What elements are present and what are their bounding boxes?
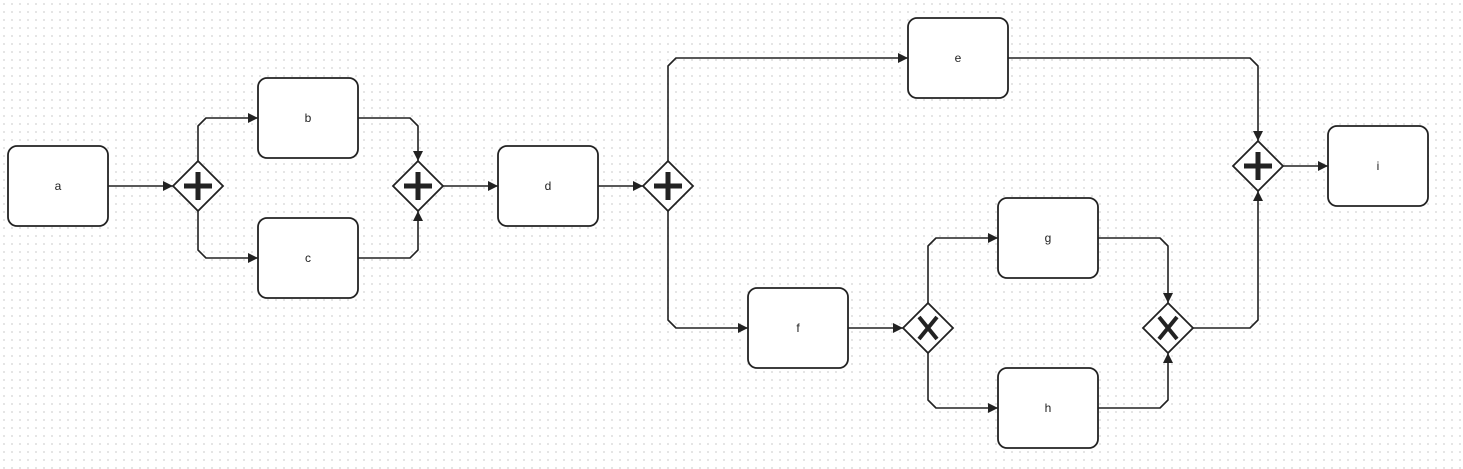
flow-gw1-to-b[interactable] — [197, 113, 258, 161]
task-label: h — [1045, 401, 1052, 415]
task-box — [7, 145, 109, 227]
task-box — [257, 217, 359, 299]
task-box — [907, 17, 1009, 99]
task-box — [747, 287, 849, 369]
flow-gw5-to-gw6[interactable] — [1193, 191, 1263, 329]
flow-b-to-gw2[interactable] — [358, 117, 423, 161]
task-c[interactable]: c — [257, 217, 359, 299]
parallel-gateway-gw2[interactable] — [391, 159, 445, 213]
task-label: f — [796, 321, 800, 335]
task-label: g — [1045, 231, 1052, 245]
flow-e-to-gw6[interactable] — [1008, 57, 1263, 141]
task-g[interactable]: g — [997, 197, 1099, 279]
flow-gw4-to-g[interactable] — [927, 233, 998, 303]
plus-icon — [1244, 152, 1272, 180]
plus-icon — [184, 172, 212, 200]
parallel-gateway-gw6[interactable] — [1231, 139, 1285, 193]
task-box — [997, 197, 1099, 279]
task-e[interactable]: e — [907, 17, 1009, 99]
task-label: c — [305, 251, 311, 265]
flow-g-to-gw5[interactable] — [1098, 237, 1173, 303]
task-box — [497, 145, 599, 227]
flow-nodes: a b c d e f g h i — [7, 17, 1429, 449]
task-a[interactable]: a — [7, 145, 109, 227]
flow-c-to-gw2[interactable] — [358, 211, 423, 259]
task-i[interactable]: i — [1327, 125, 1429, 207]
flow-gw1-to-c[interactable] — [197, 211, 258, 263]
plus-icon — [654, 172, 682, 200]
task-label: d — [545, 179, 552, 193]
task-label: e — [955, 51, 962, 65]
task-f[interactable]: f — [747, 287, 849, 369]
exclusive-gateway-gw4[interactable] — [901, 301, 955, 355]
task-label: b — [305, 111, 312, 125]
flow-gw3-to-e[interactable] — [667, 53, 908, 161]
task-h[interactable]: h — [997, 367, 1099, 449]
x-icon — [1157, 315, 1179, 341]
task-box — [1327, 125, 1429, 207]
plus-icon — [404, 172, 432, 200]
flow-h-to-gw5[interactable] — [1098, 353, 1173, 409]
x-icon — [917, 315, 939, 341]
task-label: a — [55, 179, 62, 193]
task-label: i — [1377, 159, 1380, 173]
task-box — [997, 367, 1099, 449]
task-b[interactable]: b — [257, 77, 359, 159]
flow-gw3-to-f[interactable] — [667, 211, 748, 333]
exclusive-gateway-gw5[interactable] — [1141, 301, 1195, 355]
sequence-flows — [108, 53, 1328, 413]
task-d[interactable]: d — [497, 145, 599, 227]
flow-gw4-to-h[interactable] — [927, 353, 998, 413]
task-box — [257, 77, 359, 159]
parallel-gateway-gw3[interactable] — [641, 159, 695, 213]
parallel-gateway-gw1[interactable] — [171, 159, 225, 213]
